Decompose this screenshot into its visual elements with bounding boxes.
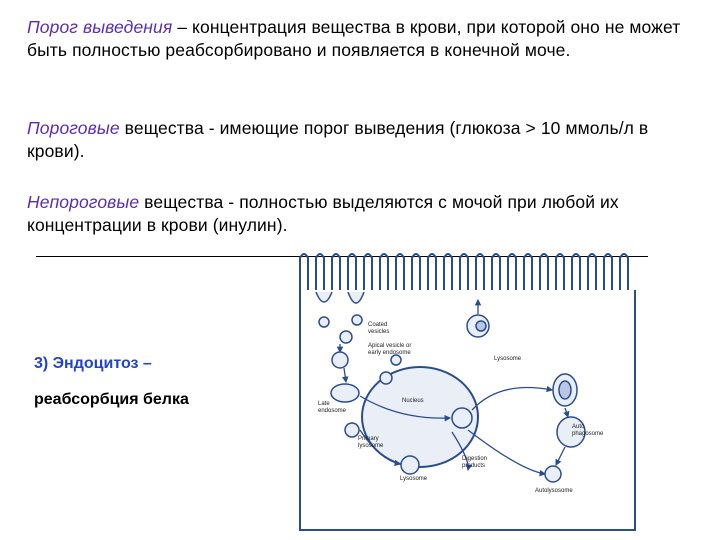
definition-threshold-substances-text: вещества - имеющие порог выведения (глюк… (27, 118, 649, 161)
label-nucleus: Nucleus (402, 398, 424, 404)
term-nonthreshold-substances: Непороговые (27, 192, 140, 212)
cell-membrane (299, 290, 636, 531)
divider-line (36, 256, 648, 257)
term-threshold: Порог выведения (27, 17, 173, 37)
definition-threshold-text: – концентрация вещества в крови, при кот… (27, 17, 681, 60)
definition-nonthreshold-substances-text: вещества - полностью выделяются с мочой … (27, 192, 619, 235)
section-label-endocytosis: 3) Эндоцитоз – (34, 355, 152, 372)
term-threshold-substances: Пороговые (27, 118, 120, 138)
label-autolysosome: Autolysosome (535, 488, 573, 494)
microvilli (299, 253, 629, 290)
organelles (330, 314, 586, 483)
coated-pits (315, 291, 365, 344)
definition-threshold-substances: Пороговые вещества - имеющие порог вывед… (27, 117, 697, 163)
label-lysosome: Lysosome (400, 476, 428, 482)
label-lysosome-top: Lysosome (494, 356, 522, 362)
pathway-arrows (336, 298, 570, 477)
section-sublabel-protein-reabsorption: реабсорбция белка (34, 391, 189, 408)
definition-threshold: Порог выведения – концентрация вещества … (27, 16, 697, 62)
definition-nonthreshold-substances: Непороговые вещества - полностью выделяю… (27, 191, 697, 237)
